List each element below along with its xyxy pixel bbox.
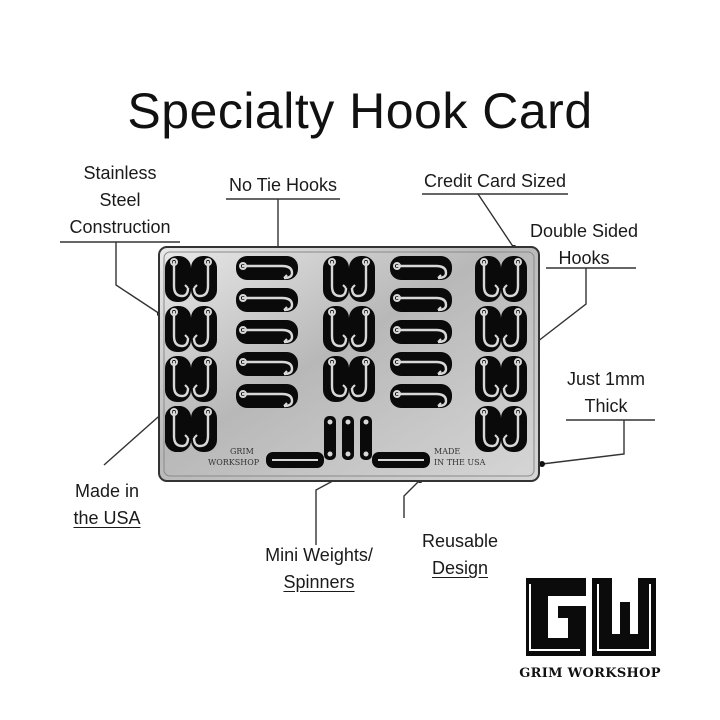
hook-cutout bbox=[499, 254, 529, 304]
hook-cutout bbox=[388, 286, 454, 314]
card-stamp-workshop: WORKSHOP bbox=[208, 458, 260, 467]
callout-thick-line2: Thick bbox=[584, 396, 628, 416]
hook-cutout bbox=[189, 354, 219, 404]
hook-cutout bbox=[321, 304, 351, 354]
callout-no-tie-hooks: No Tie Hooks bbox=[228, 175, 338, 195]
callout-credit-card-sized: Credit Card Sized bbox=[423, 171, 567, 191]
hook-cutout bbox=[473, 404, 503, 454]
hook-cutout bbox=[499, 304, 529, 354]
callout-mini-weights-line1: Mini Weights/ bbox=[265, 545, 373, 565]
hook-cutout bbox=[388, 254, 454, 282]
hook-card: GRIM WORKSHOP MADE IN THE USA bbox=[158, 246, 540, 482]
hook-cutout bbox=[189, 404, 219, 454]
hook-cutout bbox=[234, 350, 300, 378]
page-title: Specialty Hook Card bbox=[127, 83, 593, 139]
hook-cutout bbox=[388, 382, 454, 410]
hook-cutout bbox=[321, 254, 351, 304]
hook-cutout bbox=[499, 404, 529, 454]
hook-cutout bbox=[347, 304, 377, 354]
callout-reusable-design: Reusable Design bbox=[412, 528, 508, 582]
hook-cutout bbox=[234, 254, 300, 282]
hook-cutout bbox=[388, 318, 454, 346]
hook-cutout bbox=[189, 254, 219, 304]
hook-cutout bbox=[473, 304, 503, 354]
callout-made-in-usa: Made in the USA bbox=[62, 478, 152, 532]
hook-cutout bbox=[473, 354, 503, 404]
hook-cutout bbox=[163, 304, 193, 354]
callout-double-sided-line2: Hooks bbox=[558, 248, 610, 268]
callout-stainless-line2: Steel bbox=[99, 190, 141, 210]
hook-cutout bbox=[499, 354, 529, 404]
callout-double-sided-hooks: Double Sided Hooks bbox=[522, 218, 646, 272]
callout-made-usa-line2: the USA bbox=[73, 508, 141, 528]
card-stamp-usa: IN THE USA bbox=[434, 458, 486, 467]
brand-name: GRIM WORKSHOP bbox=[519, 666, 661, 681]
callout-made-usa-line1: Made in bbox=[74, 481, 140, 501]
hook-cutout bbox=[347, 254, 377, 304]
hook-cutout bbox=[234, 318, 300, 346]
hook-cutout bbox=[234, 382, 300, 410]
hook-cutout bbox=[321, 354, 351, 404]
callout-stainless-steel: Stainless Steel Construction bbox=[58, 160, 182, 241]
callout-stainless-line1: Stainless bbox=[83, 163, 157, 183]
callout-thick-line1: Just 1mm bbox=[566, 369, 645, 389]
card-stamp-grim: GRIM bbox=[230, 447, 254, 456]
hook-cutout bbox=[189, 304, 219, 354]
hook-cutout bbox=[234, 286, 300, 314]
callout-reusable-line1: Reusable bbox=[421, 531, 499, 551]
hook-cutout bbox=[473, 254, 503, 304]
callout-reusable-line2: Design bbox=[431, 558, 489, 578]
callout-double-sided-line1: Double Sided bbox=[529, 221, 639, 241]
card-stamp-made: MADE bbox=[434, 447, 460, 456]
hook-cutout bbox=[163, 404, 193, 454]
callout-mini-weights-spinners: Mini Weights/ Spinners bbox=[256, 542, 382, 596]
hook-cutout bbox=[347, 354, 377, 404]
hook-cutout bbox=[163, 254, 193, 304]
callout-mini-weights-line2: Spinners bbox=[283, 572, 355, 592]
mini-weights-cutouts bbox=[266, 416, 430, 468]
hook-cutout bbox=[388, 350, 454, 378]
callout-just-1mm-thick: Just 1mm Thick bbox=[556, 366, 656, 420]
gw-monogram-icon bbox=[526, 578, 656, 656]
callout-stainless-line3: Construction bbox=[69, 217, 171, 237]
hook-cutout bbox=[163, 354, 193, 404]
